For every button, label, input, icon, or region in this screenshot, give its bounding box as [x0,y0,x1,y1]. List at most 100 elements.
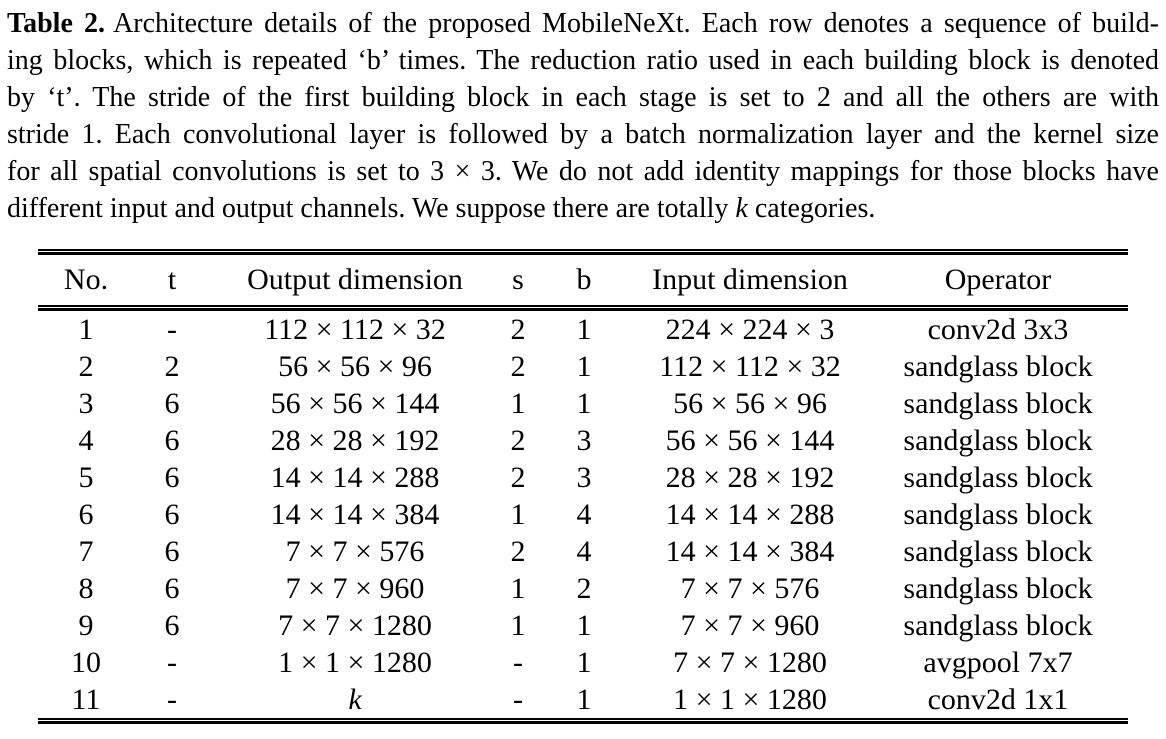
table-cell: 1 [510,386,526,420]
row-number-cell: 4 [78,423,94,457]
table-cell: 1 × 1 × 1280 [673,682,827,716]
row-number-cell: 11 [71,682,101,716]
table-cell: sandglass block [903,497,1093,531]
table-cell: 6 [164,460,180,494]
table-cell: 3 [576,460,592,494]
table-cell: 7 × 7 × 1280 [278,608,432,642]
row-number-cell: 3 [78,386,94,420]
table-cell: 6 [164,534,180,568]
column-header: s [512,263,524,296]
row-number-cell: 1 [78,312,94,346]
table-header-rule [38,305,1128,311]
row-number-cell: 5 [78,460,94,494]
table-cell: 6 [164,386,180,420]
caption-line: for all spatial convolutions is set to 3… [7,156,1159,187]
table-cell: 2 [510,460,526,494]
table-cell: 6 [164,571,180,605]
column-header: Input dimension [652,263,848,296]
table-cell: 56 × 56 × 96 [673,386,827,420]
table-cell: 56 × 56 × 144 [665,423,835,457]
table-cell: 14 × 14 × 288 [665,497,835,531]
table-cell: 7 × 7 × 576 [680,571,820,605]
table-top-rule [38,249,1128,255]
table-cell: 6 [164,608,180,642]
table-cell: 1 [576,682,592,716]
row-number-cell: 10 [71,645,101,679]
table-cell: 4 [576,534,592,568]
table-cell: 2 [510,534,526,568]
table-cell: 1 [576,645,592,679]
table-cell: 1 [576,608,592,642]
table-cell: 56 × 56 × 96 [278,349,432,383]
row-number-cell: 2 [78,349,94,383]
table-cell: k [348,682,362,716]
table-cell: sandglass block [903,460,1093,494]
caption-text: different input and output channels. We … [7,193,736,224]
table-cell: 112 × 112 × 32 [264,312,446,346]
table-cell: 28 × 28 × 192 [665,460,835,494]
table-cell: 1 [576,349,592,383]
table-cell: 2 [510,312,526,346]
caption-text: Architecture details of the proposed Mob… [113,8,1160,39]
table-cell: 3 [576,423,592,457]
table-cell: 1 × 1 × 1280 [278,645,432,679]
column-header: b [576,263,592,296]
table-cell: - [167,312,177,346]
table-cell: 56 × 56 × 144 [270,386,440,420]
table-cell: 7 × 7 × 960 [285,571,425,605]
caption-line: Table 2.Architecture details of the prop… [7,5,1159,42]
table-cell: sandglass block [903,608,1093,642]
table-cell: 6 [164,497,180,531]
table-cell: avgpool 7x7 [923,645,1073,679]
table-cell: 7 × 7 × 960 [680,608,820,642]
table-cell: - [167,645,177,679]
table-cell: 2 [510,349,526,383]
caption-text: categories. [747,193,876,224]
caption-line: different input and output channels. We … [7,190,1159,227]
table-cell: 1 [576,312,592,346]
table-cell: conv2d 1x1 [927,682,1069,716]
table-cell: 2 [164,349,180,383]
row-number-cell: 6 [78,497,94,531]
table-cell: 14 × 14 × 384 [270,497,440,531]
table-cell: 1 [510,608,526,642]
table-cell: sandglass block [903,534,1093,568]
table-cell: sandglass block [903,423,1093,457]
table-bottom-rule [38,718,1128,724]
table-cell: 6 [164,423,180,457]
table-header-row: No. t Output dimension s b Input dimension Ope… [38,255,1128,305]
table-cell: 7 × 7 × 576 [285,534,425,568]
table-cell: 112 × 112 × 32 [659,349,841,383]
table-cell: 28 × 28 × 192 [270,423,440,457]
table-cell: 1 [510,571,526,605]
table-cell: 14 × 14 × 288 [270,460,440,494]
table-cell: 1 [510,497,526,531]
caption-line: ing blocks, which is repeated ‘b’ times.… [7,45,1159,76]
table-cell: sandglass block [903,349,1093,383]
row-number-cell: 9 [78,608,94,642]
table-label: Table 2. [7,8,106,39]
caption-line: by ‘t’. The stride of the first building… [7,82,1159,113]
column-header: Output dimension [247,263,463,296]
column-header: t [167,263,177,296]
table-cell: 7 × 7 × 1280 [673,645,827,679]
table-cell: - [513,682,523,716]
caption-math-variable: k [735,193,748,224]
table-cell: 1 [576,386,592,420]
architecture-table: No. t Output dimension s b Input dimension Ope… [38,249,1128,724]
table-cell: 4 [576,497,592,531]
table-cell: conv2d 3x3 [927,312,1069,346]
caption-line: stride 1. Each convolutional layer is fo… [7,119,1159,150]
table-cell: sandglass block [903,571,1093,605]
table-cell: 2 [510,423,526,457]
table-cell: - [513,645,523,679]
table-cell: 2 [576,571,592,605]
row-number-cell: 7 [78,534,94,568]
table-cell: sandglass block [903,386,1093,420]
row-number-cell: 8 [78,571,94,605]
column-header: Operator [944,263,1052,296]
column-header: No. [63,263,109,296]
table-cell: 224 × 224 × 3 [665,312,835,346]
